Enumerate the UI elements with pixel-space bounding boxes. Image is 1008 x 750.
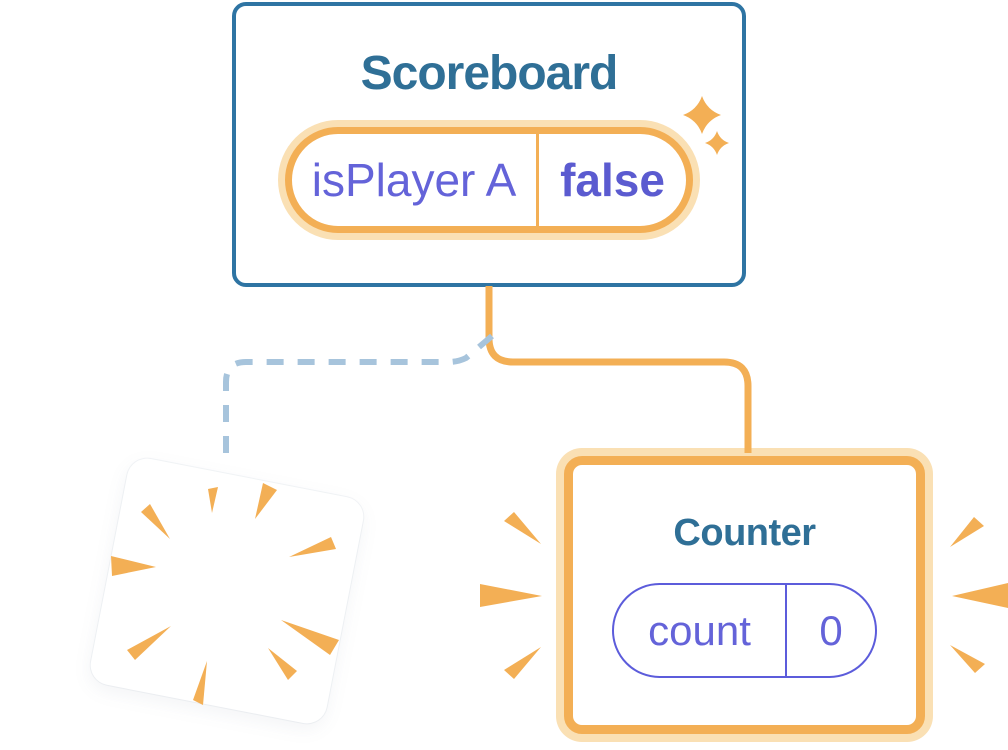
scoreboard-card: Scoreboard isPlayer A false [232,2,746,287]
kept-child-connector [485,286,752,453]
count-value: 0 [785,585,875,676]
counter-title: Counter [673,512,816,554]
scoreboard-state-pill-inner: isPlayer A false [285,127,693,233]
counter-card-inner: Counter count 0 [564,456,925,734]
scoreboard-state-pill: isPlayer A false [278,120,700,240]
emphasis-wedges-left-icon [480,512,542,679]
state-value: false [536,134,686,226]
counter-state-pill: count 0 [612,583,877,678]
destroyed-card [87,455,367,727]
count-name: count [648,606,751,654]
counter-card: Counter count 0 [556,448,933,742]
removed-child-connector [223,333,494,458]
emphasis-wedges-right-icon [950,517,1008,673]
state-name: isPlayer A [311,154,517,206]
scoreboard-title: Scoreboard [360,47,619,100]
